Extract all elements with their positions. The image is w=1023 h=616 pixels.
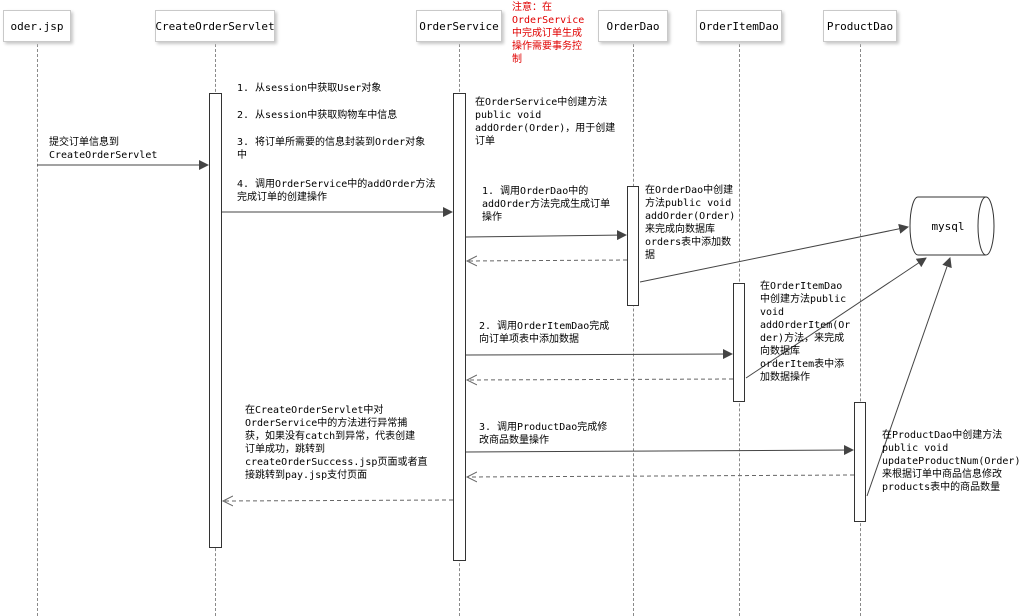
activation-create-order-servlet: [209, 93, 222, 548]
arrow-service-to-orderdao: [465, 230, 627, 241]
submit-order-note: 提交订单信息到 CreateOrderServlet: [49, 137, 158, 161]
mysql-database: mysql: [909, 196, 995, 256]
activation-product-dao: [854, 402, 866, 522]
participant-order-dao: OrderDao: [598, 10, 668, 42]
return-service-to-servlet: [223, 500, 454, 501]
service-step3-note: 3. 调用ProductDao完成修 改商品数量操作: [479, 422, 608, 446]
return-productdao-to-service: [467, 475, 855, 477]
servlet-catch-note: 在CreateOrderServlet中对 OrderService中的方法进行…: [245, 405, 428, 481]
participant-create-order-servlet: CreateOrderServlet: [155, 10, 275, 42]
service-step1-note: 1. 调用OrderDao中的 addOrder方法完成生成订单 操作: [482, 186, 611, 223]
activation-order-item-dao: [733, 283, 745, 402]
participant-order-service: OrderService: [416, 10, 502, 42]
arrow-productdao-to-mysql: [866, 257, 952, 497]
service-create-note: 在OrderService中创建方法 public void addOrder(…: [475, 97, 616, 147]
return-orderdao-to-service: [467, 260, 628, 261]
transaction-warning-note: 注意：在 OrderService 中完成订单生成 操作需要事务控 制: [512, 2, 585, 65]
participant-oder-jsp: oder.jsp: [3, 10, 71, 42]
servlet-step1-note: 1. 从session中获取User对象: [237, 83, 382, 94]
mysql-label: mysql: [931, 220, 964, 233]
participant-order-item-dao: OrderItemDao: [696, 10, 782, 42]
participant-product-dao: ProductDao: [823, 10, 897, 42]
productdao-desc-note: 在ProductDao中创建方法 public void updateProdu…: [882, 430, 1021, 493]
orderitemdao-desc-note: 在OrderItemDao 中创建方法public void addOrderI…: [760, 281, 851, 383]
orderdao-desc-note: 在OrderDao中创建 方法public void addOrder(Orde…: [645, 185, 736, 261]
arrow-service-to-orderitemdao: [465, 349, 733, 360]
lifeline-product-dao: [860, 44, 861, 616]
servlet-step4-note: 4. 调用OrderService中的addOrder方法 完成订单的创建操作: [237, 179, 436, 203]
service-step2-note: 2. 调用OrderItemDao完成 向订单项表中添加数据: [479, 321, 610, 345]
servlet-step2-note: 2. 从session中获取购物车中信息: [237, 110, 398, 121]
return-orderitemdao-to-service: [467, 379, 734, 380]
arrow-service-to-productdao: [465, 445, 854, 456]
arrow-orderdao-to-mysql: [639, 223, 909, 283]
lifeline-oder-jsp: [37, 44, 38, 616]
lifeline-order-dao: [633, 44, 634, 616]
servlet-step3-note: 3. 将订单所需要的信息封装到Order对象 中: [237, 137, 426, 161]
arrow-orderitemdao-to-mysql: [745, 257, 927, 379]
activation-order-dao: [627, 186, 639, 306]
activation-order-service: [453, 93, 466, 561]
